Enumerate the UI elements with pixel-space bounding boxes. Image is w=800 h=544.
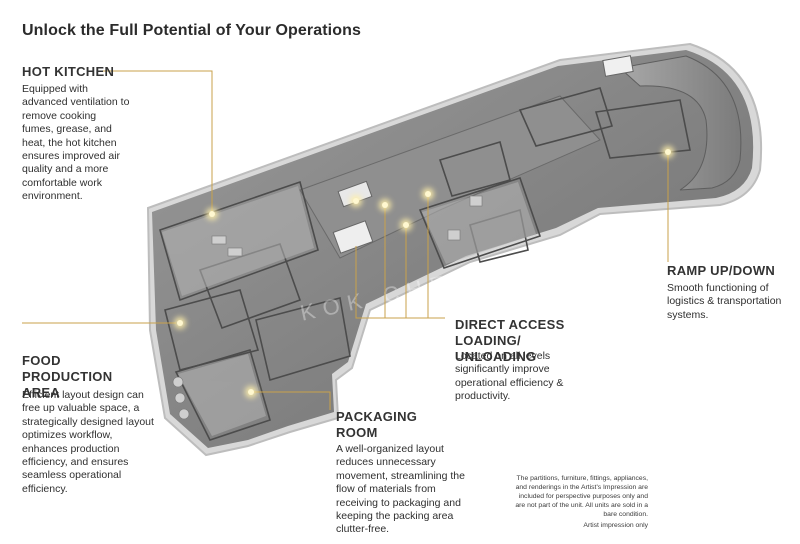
food-production-heading: FOOD PRODUCTION AREA [22,353,113,400]
packaging-marker [248,389,254,395]
direct-access-heading: DIRECT ACCESS LOADING/ UNLOADING [455,317,565,364]
hot-kitchen-heading: HOT KITCHEN [22,64,115,79]
page-title: Unlock the Full Potential of Your Operat… [22,22,361,39]
loading-marker-2 [382,202,388,208]
ramp-body: Smooth functioning of logistics & transp… [667,282,782,321]
disclaimer: The partitions, furniture, fittings, app… [515,475,648,518]
packaging-body: A well-organized layout reduces unnecess… [336,443,465,536]
direct-access-body: Located on all levels significantly impr… [455,350,564,403]
truck-icons [332,55,634,254]
equipment [172,195,483,420]
hot-kitchen-body: Equipped with advanced ventilation to re… [22,83,130,203]
artist-impression-note: Artist impression only [583,522,648,529]
central-corridor [299,95,601,259]
loading-marker-3 [403,222,409,228]
room-partitions [159,87,691,441]
loading-marker-1 [353,198,359,204]
room-floors [162,182,536,436]
ramp-heading: RAMP UP/DOWN [667,263,776,278]
ramp-curve [618,55,742,191]
food-production-marker [177,320,183,326]
food-production-body: Efficient layout design can free up valu… [22,389,154,495]
packaging-heading: PACKAGING ROOM [336,409,418,440]
loading-marker-4 [425,191,431,197]
leader-lines [22,70,669,410]
ramp-marker [665,149,671,155]
hot-kitchen-marker [209,211,215,217]
